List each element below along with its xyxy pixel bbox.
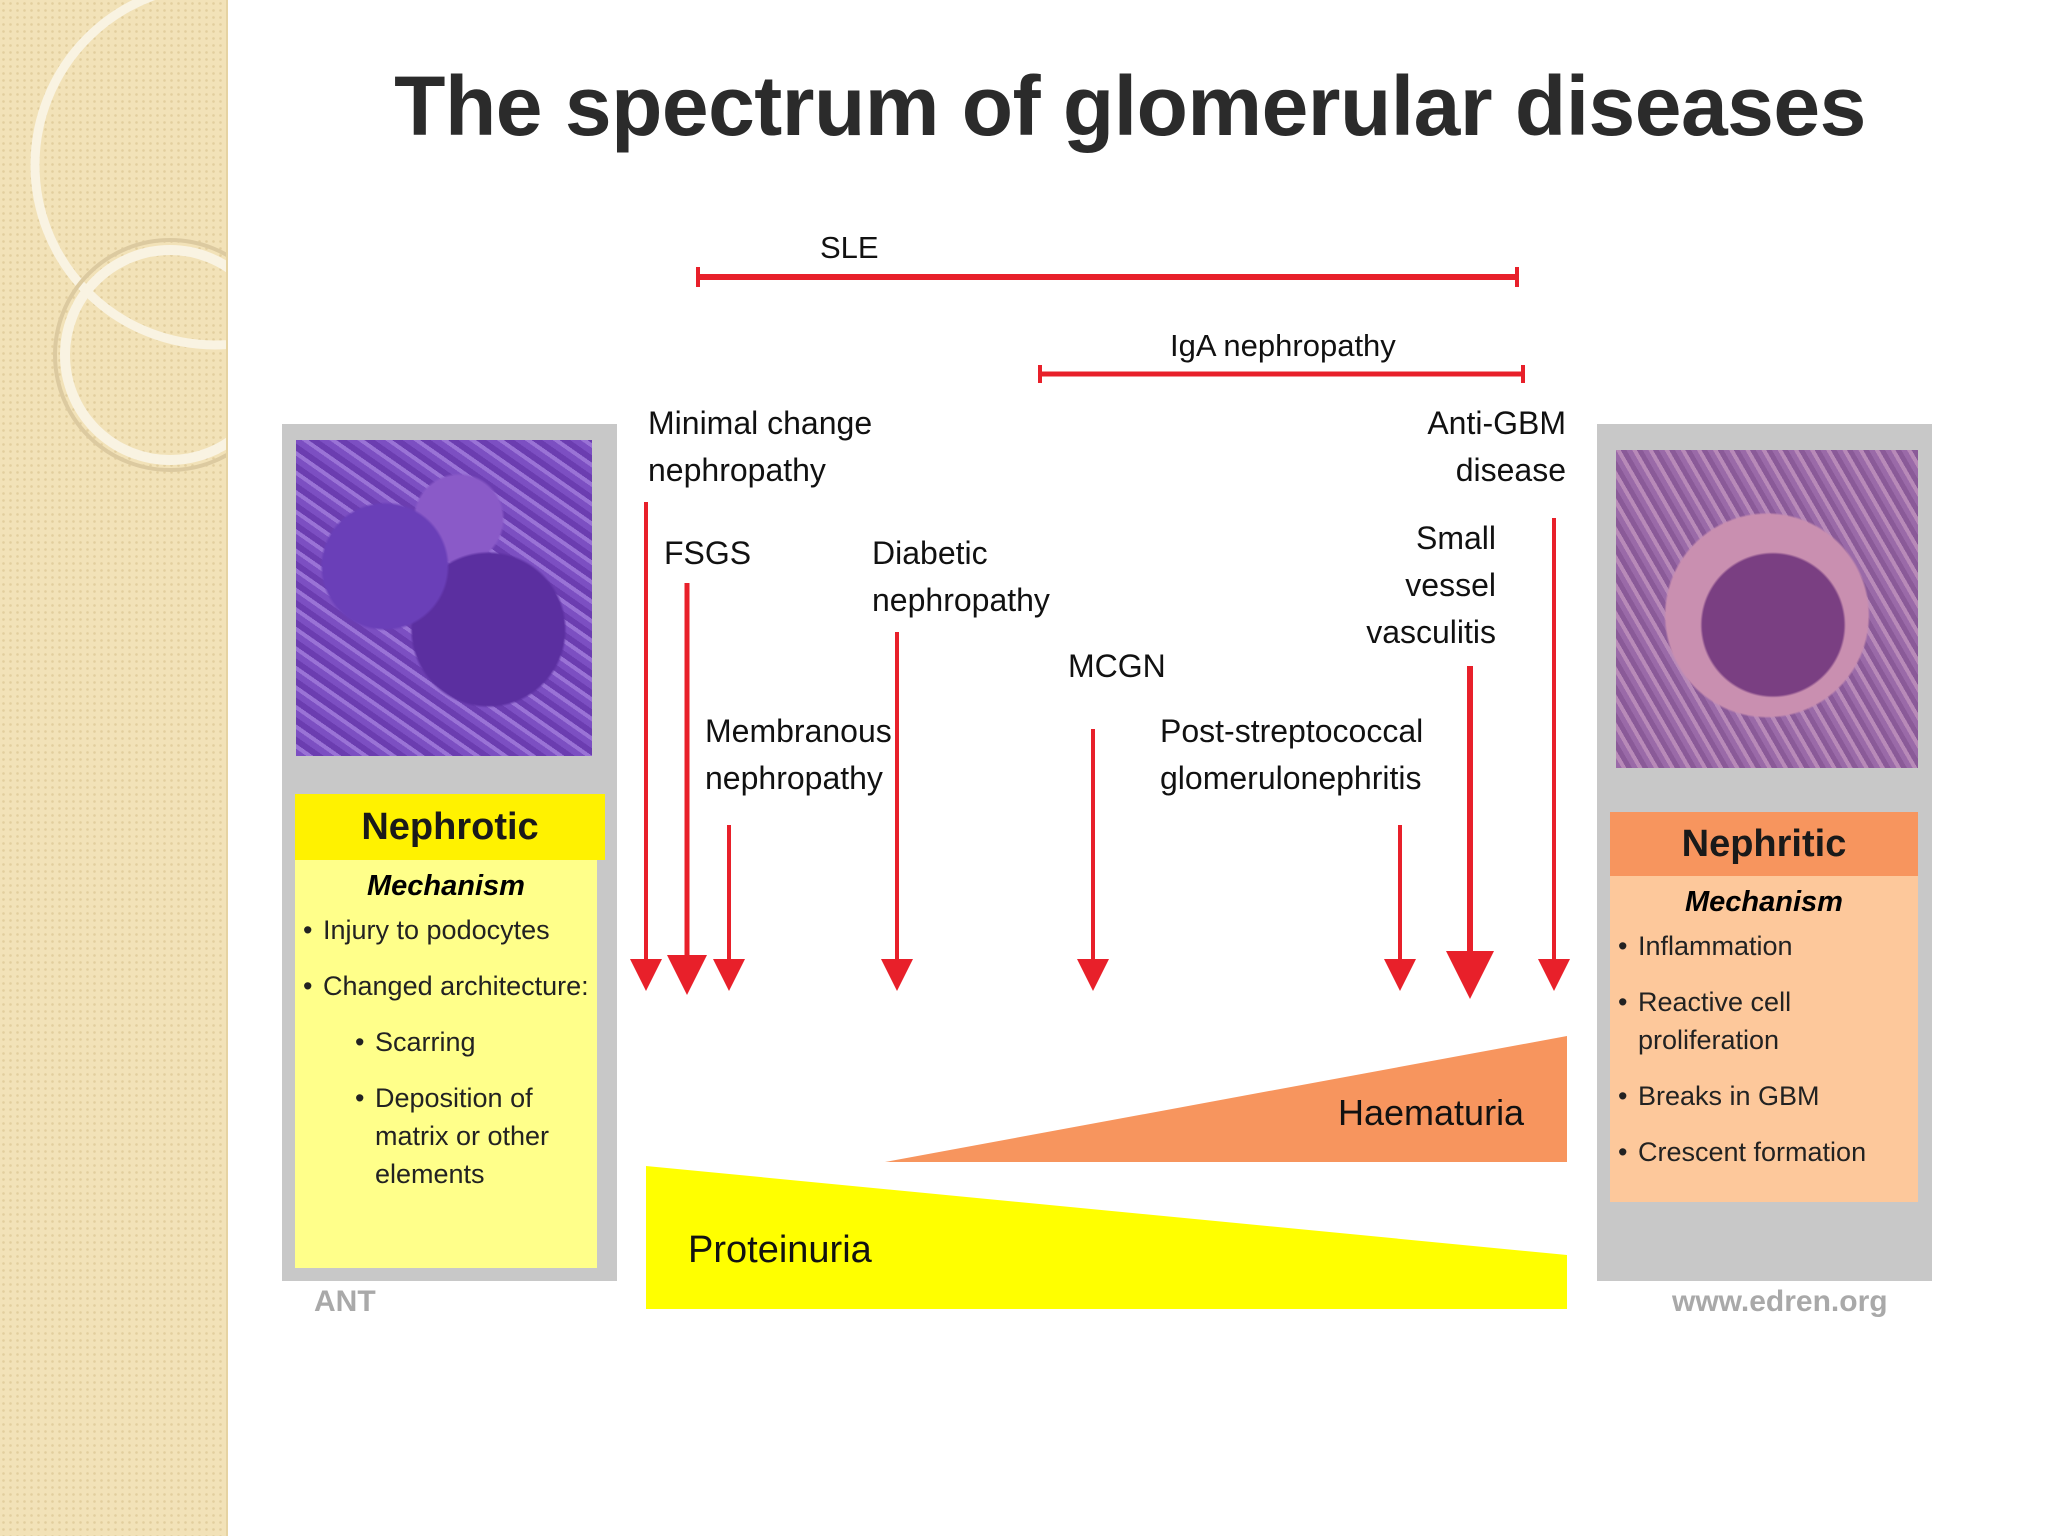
nephrotic-sub-bullet: Deposition of matrix or other elements (351, 1079, 593, 1193)
nephritic-bullet: Breaks in GBM (1614, 1077, 1914, 1115)
haematuria-label: Haematuria (1338, 1092, 1525, 1133)
small-vessel-label: Small vessel vasculitis (1366, 520, 1496, 650)
nephrotic-histology-image (296, 440, 592, 756)
fsgs-label: FSGS (664, 535, 752, 571)
post-strep-label: Post-streptococcal glomerulonephritis (1160, 713, 1424, 796)
iga-nephropathy-label: IgA nephropathy (1170, 328, 1396, 363)
nephritic-bullet: Reactive cell proliferation (1614, 983, 1914, 1059)
mcgn-label: MCGN (1068, 648, 1166, 684)
nephrotic-heading: Nephrotic (295, 794, 605, 860)
sle-label: SLE (820, 230, 879, 265)
sle-span-line (696, 267, 1519, 287)
nephrotic-mechanism-label: Mechanism (367, 870, 525, 902)
decorative-sidebar (0, 0, 228, 1536)
decorative-rings (30, 0, 226, 472)
membranous-label: Membranous nephropathy (705, 713, 892, 796)
nephritic-bullet: Inflammation (1614, 927, 1914, 965)
slide-title: The spectrum of glomerular diseases (394, 59, 1866, 153)
iga-span-line (1038, 365, 1525, 383)
proteinuria-label: Proteinuria (688, 1229, 872, 1271)
anti-gbm-label: Anti-GBM disease (1427, 405, 1566, 488)
minimal-change-label: Minimal change nephropathy (648, 405, 873, 488)
diabetic-label: Diabetic nephropathy (872, 535, 1050, 618)
nephritic-mechanism-label: Mechanism (1685, 886, 1843, 918)
nephritic-mechanism-box: Mechanism Inflammation Reactive cell pro… (1610, 876, 1918, 1202)
credit-right: www.edren.org (1672, 1285, 1888, 1318)
nephrotic-mechanism-box: Mechanism Injury to podocytes Changed ar… (295, 860, 597, 1268)
haematuria-wedge (885, 1036, 1567, 1162)
nephrotic-bullet: Injury to podocytes (299, 911, 593, 949)
nephrotic-sub-bullet: Scarring (351, 1023, 593, 1061)
nephritic-bullet: Crescent formation (1614, 1133, 1914, 1171)
proteinuria-wedge (646, 1166, 1567, 1309)
nephrotic-bullet: Changed architecture: (299, 967, 593, 1005)
credit-left: ANT (314, 1285, 376, 1318)
nephritic-histology-image (1616, 450, 1918, 768)
nephritic-heading: Nephritic (1610, 812, 1918, 876)
